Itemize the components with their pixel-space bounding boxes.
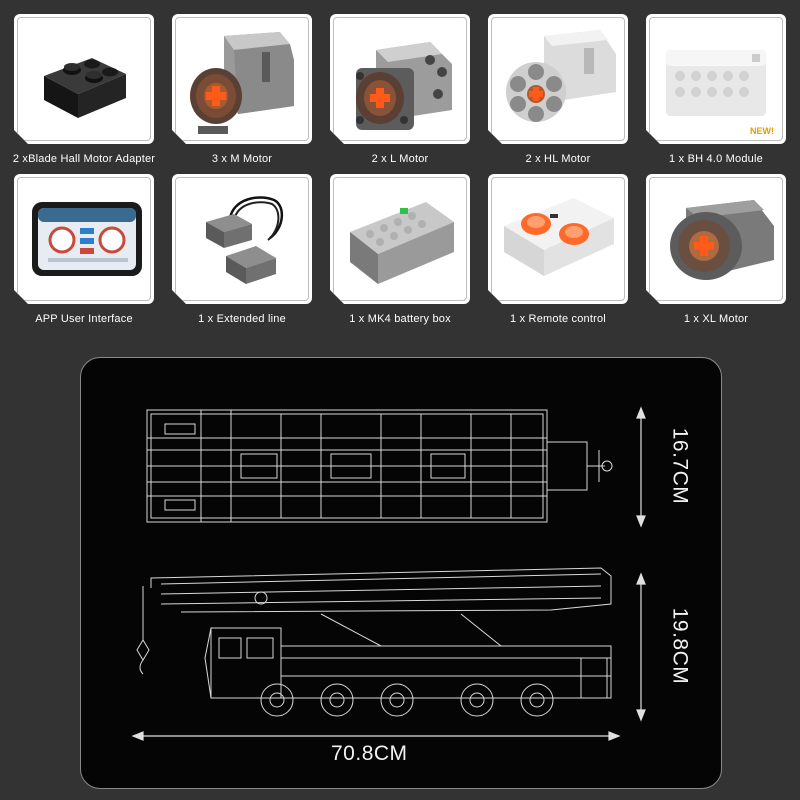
component-label: 1 x Extended line bbox=[198, 313, 286, 325]
component-bh-module: NEW! 1 x BH 4.0 Module bbox=[646, 14, 786, 174]
component-label: 1 x MK4 battery box bbox=[349, 313, 451, 325]
xl-motor-icon bbox=[646, 174, 786, 304]
component-card: NEW! bbox=[646, 14, 786, 144]
component-card bbox=[330, 174, 470, 304]
new-badge: NEW! bbox=[750, 126, 774, 136]
battery-box-icon bbox=[330, 174, 470, 304]
component-label: APP User Interface bbox=[35, 313, 133, 325]
component-card bbox=[646, 174, 786, 304]
side-height-label: 19.8CM bbox=[668, 607, 692, 685]
component-app: APP User Interface bbox=[14, 174, 154, 334]
l-motor-icon bbox=[330, 14, 470, 144]
component-hall-adapter: 2 xBlade Hall Motor Adapter bbox=[12, 14, 156, 174]
dimensions-panel: 16.7CM 19.8CM 70.8CM bbox=[80, 357, 722, 789]
component-card bbox=[172, 14, 312, 144]
extended-line-icon bbox=[172, 174, 312, 304]
component-label: 2 xBlade Hall Motor Adapter bbox=[12, 153, 156, 165]
crane-top-view bbox=[146, 409, 613, 523]
m-motor-icon bbox=[172, 14, 312, 144]
components-grid: 2 xBlade Hall Motor Adapter 3 x M Motor bbox=[12, 14, 786, 334]
hl-motor-icon bbox=[488, 14, 628, 144]
component-extended-line: 1 x Extended line bbox=[172, 174, 312, 334]
crane-side-view bbox=[136, 567, 612, 717]
component-card bbox=[14, 14, 154, 144]
length-label: 70.8CM bbox=[331, 742, 408, 765]
component-m-motor: 3 x M Motor bbox=[172, 14, 312, 174]
component-label: 2 x L Motor bbox=[371, 153, 429, 165]
component-card bbox=[172, 174, 312, 304]
bh-module-icon bbox=[646, 14, 786, 144]
remote-control-icon bbox=[488, 174, 628, 304]
component-card bbox=[488, 174, 628, 304]
component-card bbox=[14, 174, 154, 304]
component-label: 1 x Remote control bbox=[510, 313, 606, 325]
component-l-motor: 2 x L Motor bbox=[330, 14, 470, 174]
crane-blueprint bbox=[131, 406, 646, 741]
component-remote-control: 1 x Remote control bbox=[488, 174, 628, 334]
component-xl-motor: 1 x XL Motor bbox=[646, 174, 786, 334]
top-height-label: 16.7CM bbox=[668, 427, 692, 505]
component-hl-motor: 2 x HL Motor bbox=[488, 14, 628, 174]
component-card bbox=[330, 14, 470, 144]
hall-motor-adapter-icon bbox=[14, 14, 154, 144]
component-label: 3 x M Motor bbox=[211, 153, 273, 165]
component-battery-box: 1 x MK4 battery box bbox=[330, 174, 470, 334]
component-label: 1 x XL Motor bbox=[683, 313, 749, 325]
component-card bbox=[488, 14, 628, 144]
phone-app-icon bbox=[14, 174, 154, 304]
component-label: 1 x BH 4.0 Module bbox=[669, 153, 763, 165]
component-label: 2 x HL Motor bbox=[525, 153, 591, 165]
